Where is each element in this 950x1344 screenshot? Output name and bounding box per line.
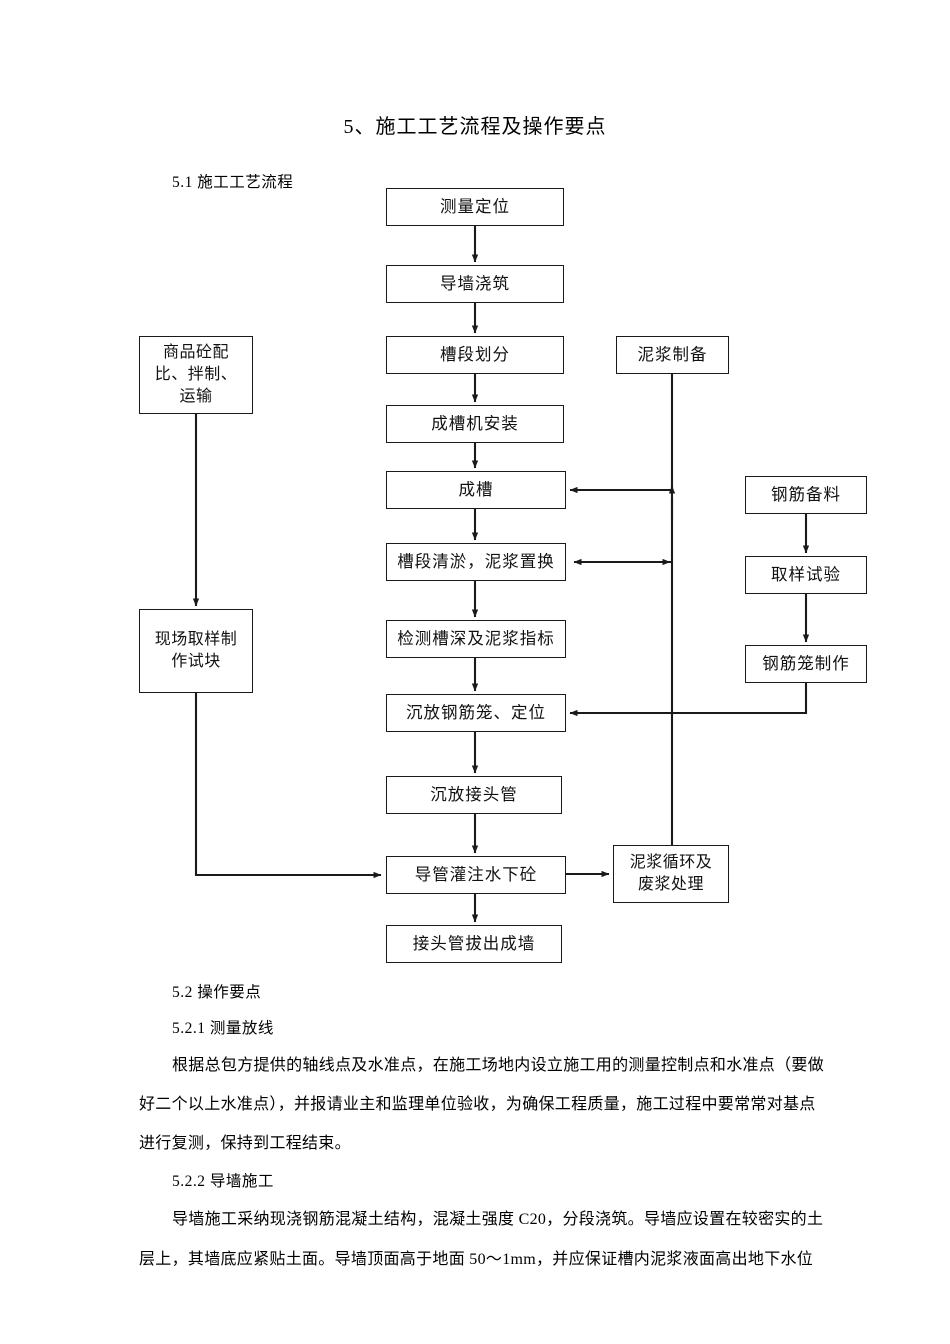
flow-node-gangjinlong-zhizuo[interactable]: 钢筋笼制作 <box>745 645 867 683</box>
flow-node-chenfang-jietouguan[interactable]: 沉放接头管 <box>386 776 562 814</box>
flow-node-daoguan-guanzhu-shuixia-tong[interactable]: 导管灌注水下砼 <box>386 856 566 894</box>
flow-node-caoduan-huafen[interactable]: 槽段划分 <box>386 336 564 374</box>
paragraph-line-3: 进行复测，保持到工程结束。 <box>139 1135 351 1152</box>
paragraph-line-4: 导墙施工采纳现浇钢筋混凝土结构，混凝土强度 C20，分段浇筑。导墙应设置在较密实… <box>172 1211 824 1228</box>
flow-node-chengcaoji-anzhuang[interactable]: 成槽机安装 <box>386 405 564 443</box>
flow-node-daoqiang-jiaozhu[interactable]: 导墙浇筑 <box>386 265 564 303</box>
flow-node-chenfang-gangjinlong-dingwei[interactable]: 沉放钢筋笼、定位 <box>386 694 566 732</box>
paragraph-line-1: 根据总包方提供的轴线点及水准点，在施工场地内设立施工用的测量控制点和水准点（要做 <box>172 1057 825 1074</box>
section-heading-5-2-1: 5.2.1 测量放线 <box>172 1020 274 1037</box>
section-heading-5-1: 5.1 施工工艺流程 <box>172 174 294 191</box>
flow-node-ceiliang-dingwei[interactable]: 测量定位 <box>386 188 564 226</box>
paragraph-line-2: 好二个以上水准点），并报请业主和监理单位验收，为确保工程质量，施工过程中要常常对… <box>139 1096 816 1113</box>
flow-node-gangjin-beiliao[interactable]: 钢筋备料 <box>745 476 867 514</box>
flow-node-caoduan-qingyu-nijiang-zhihuan[interactable]: 槽段清淤，泥浆置换 <box>386 543 566 581</box>
flow-node-jiance-caoshen-nijiang-zhibiao[interactable]: 检测槽深及泥浆指标 <box>386 620 566 658</box>
flow-node-xianchang-quyang-shikuai[interactable]: 现场取样制 作试块 <box>139 609 253 693</box>
flow-node-nijiang-xunhuan-feijiang-chuli[interactable]: 泥浆循环及 废浆处理 <box>613 845 729 903</box>
flow-node-chengcao[interactable]: 成槽 <box>386 471 566 509</box>
page-title: 5、施工工艺流程及操作要点 <box>343 116 607 138</box>
section-heading-5-2-2: 5.2.2 导墙施工 <box>172 1173 274 1190</box>
flow-node-quyang-shiyan[interactable]: 取样试验 <box>745 556 867 594</box>
flow-node-nijiang-zhibei[interactable]: 泥浆制备 <box>616 336 729 374</box>
paragraph-line-5: 层上，其墙底应紧贴土面。导墙顶面高于地面 50〜1mm，并应保证槽内泥浆液面高出… <box>139 1251 814 1268</box>
flow-node-shangpin-tong-peibi[interactable]: 商品砼配 比、拌制、 运输 <box>139 336 253 414</box>
section-heading-5-2: 5.2 操作要点 <box>172 984 262 1001</box>
flow-node-jietouguan-bachu-chengqiang[interactable]: 接头管拔出成墙 <box>386 925 562 963</box>
